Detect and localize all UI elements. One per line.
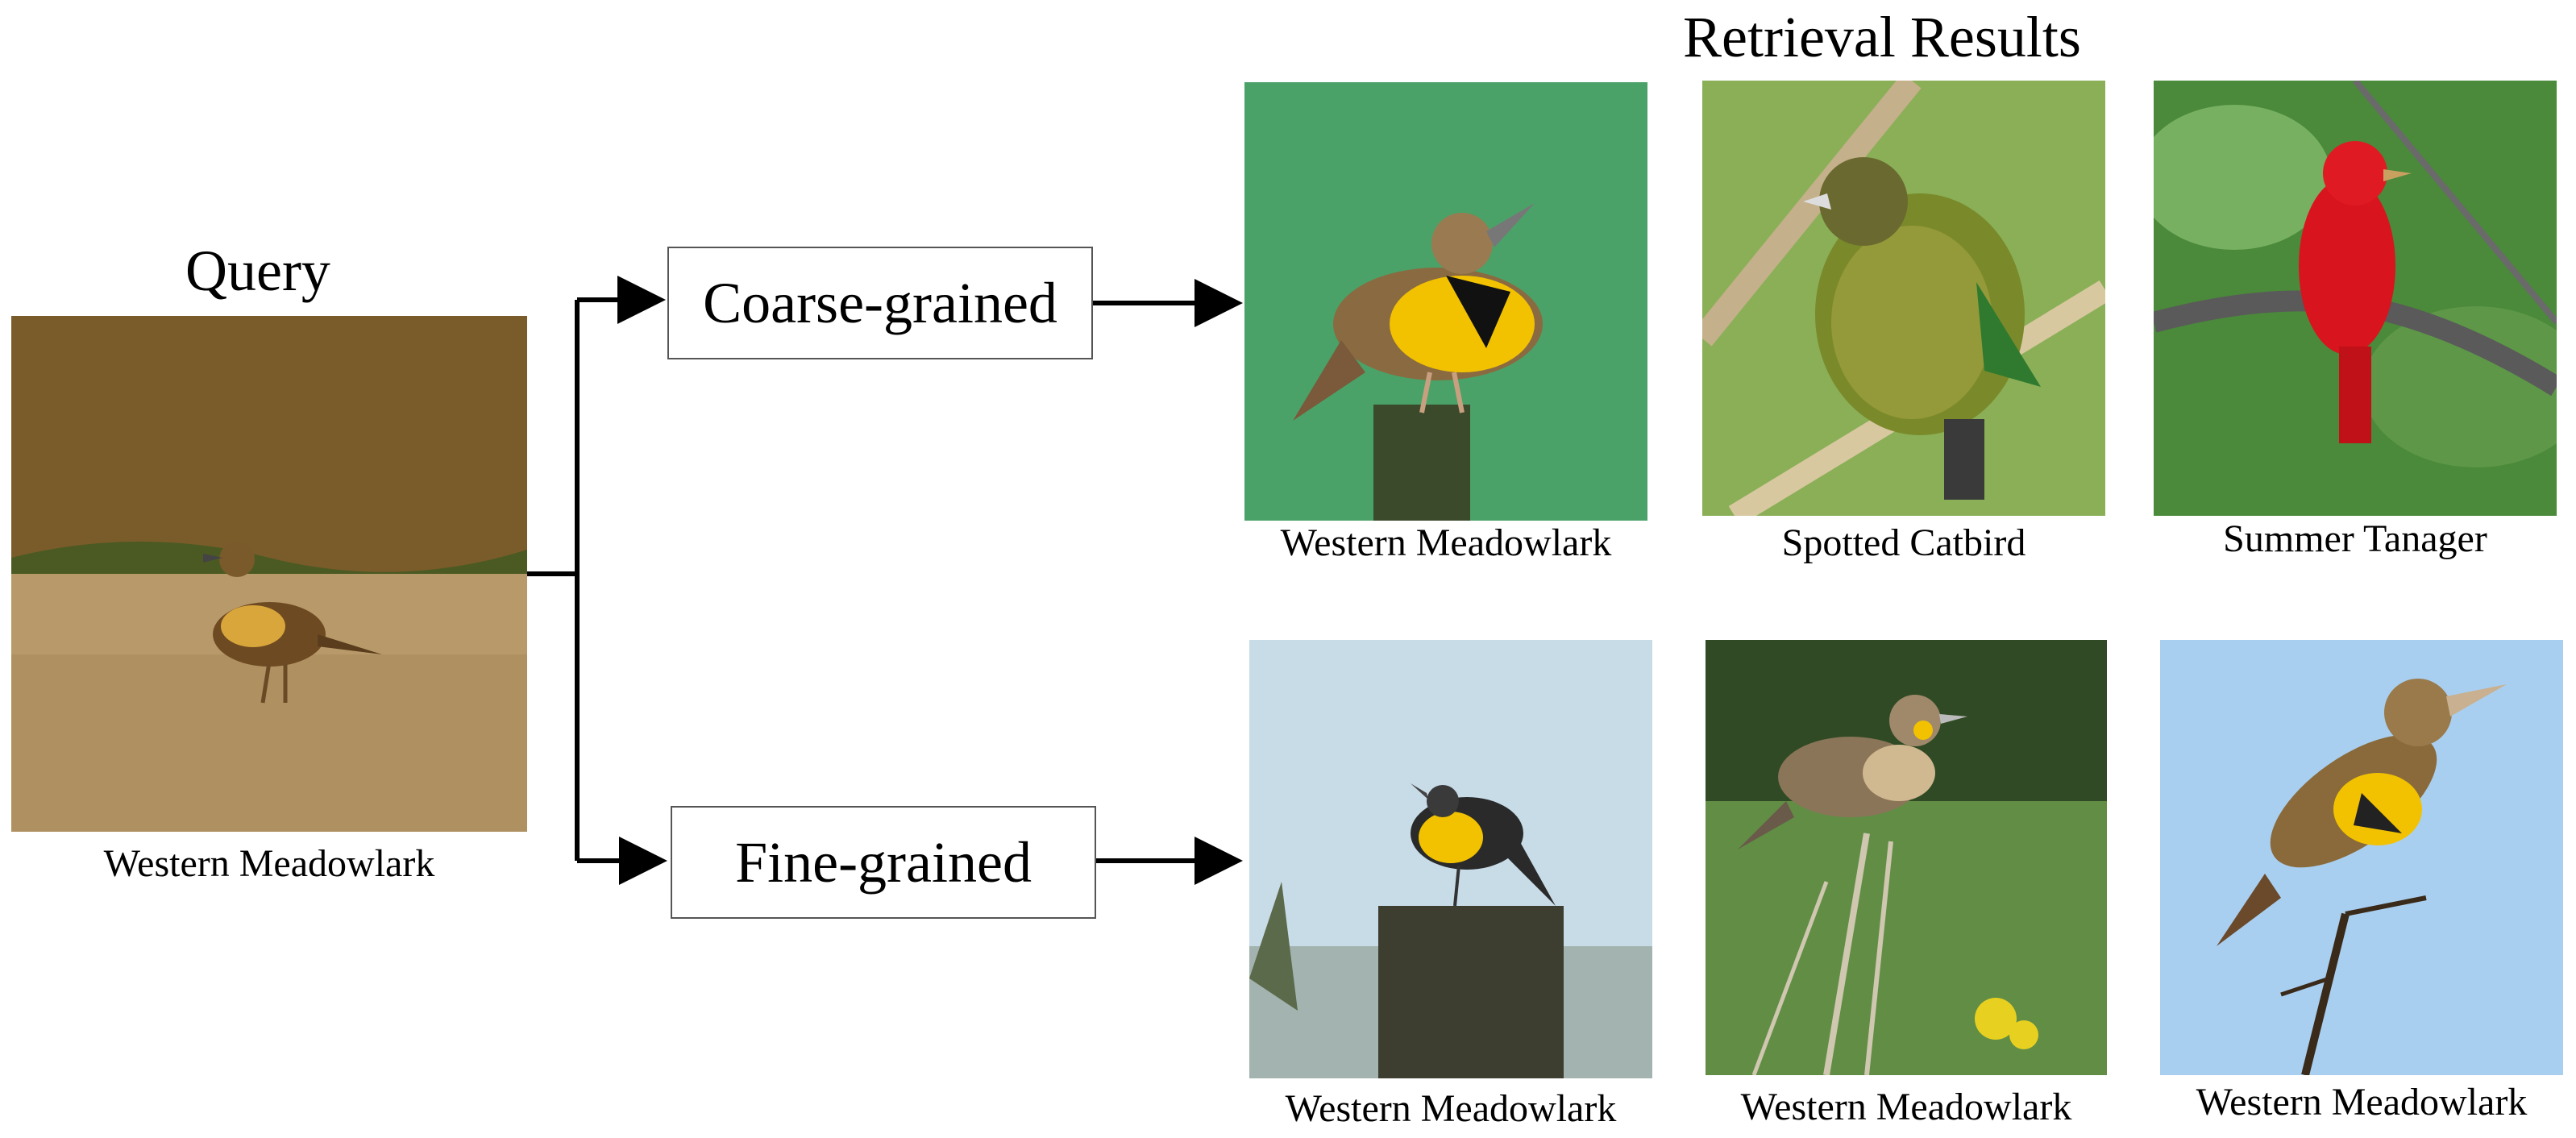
- query-image: [11, 316, 527, 832]
- fine-result-2-caption: Western Meadowlark: [1740, 1086, 2072, 1128]
- fine-grained-box: Fine-grained: [671, 806, 1096, 919]
- fine-result-1-image: [1249, 640, 1652, 1078]
- summer-tanager-picture: [2154, 81, 2557, 516]
- fine-result-3-image: [2160, 640, 2563, 1075]
- meadowlark-query-picture: [11, 316, 527, 832]
- query-title: Query: [185, 239, 330, 303]
- coarse-grained-box: Coarse-grained: [667, 247, 1093, 359]
- coarse-result-3-caption: Summer Tanager: [2223, 517, 2487, 560]
- coarse-result-1-caption: Western Meadowlark: [1280, 521, 1612, 564]
- western-meadowlark-post-picture: [1249, 640, 1652, 1078]
- western-meadowlark-grass-picture: [1706, 640, 2107, 1075]
- results-title: Retrieval Results: [1683, 5, 2081, 69]
- coarse-result-2-image: [1702, 81, 2105, 516]
- fine-grained-label: Fine-grained: [735, 829, 1032, 895]
- fine-result-3-caption: Western Meadowlark: [2196, 1081, 2528, 1123]
- spotted-catbird-picture: [1702, 81, 2105, 516]
- query-caption: Western Meadowlark: [103, 842, 435, 885]
- fine-result-1-caption: Western Meadowlark: [1285, 1087, 1617, 1130]
- coarse-result-2-caption: Spotted Catbird: [1781, 521, 2026, 564]
- fine-result-2-image: [1706, 640, 2107, 1075]
- western-meadowlark-sky-picture: [2160, 640, 2563, 1075]
- coarse-result-3-image: [2154, 81, 2557, 516]
- western-meadowlark-singing-picture: [1244, 82, 1647, 521]
- coarse-grained-label: Coarse-grained: [703, 270, 1057, 335]
- coarse-result-1-image: [1244, 82, 1647, 521]
